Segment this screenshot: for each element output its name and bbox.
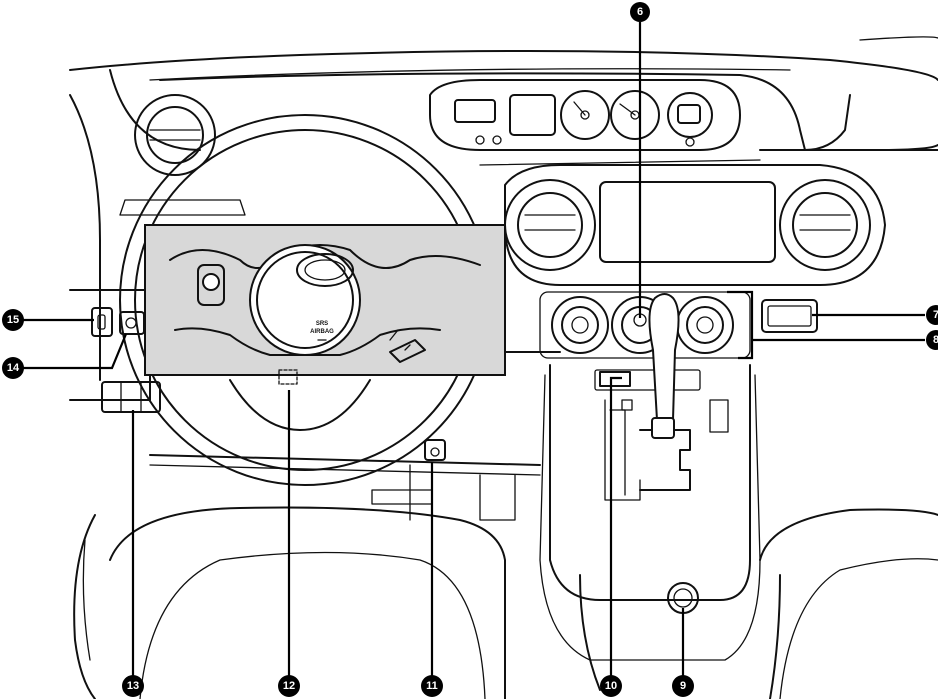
dashboard-outline: [69, 36, 938, 381]
callout-10-label: 10: [605, 680, 617, 692]
centre-display: [504, 164, 886, 286]
instrument-cluster: [429, 79, 741, 151]
callout-12: 12: [278, 675, 300, 697]
leader-10: [609, 376, 622, 682]
left-air-vent: [119, 94, 246, 216]
airbag-label-line2: AIRBAG: [310, 329, 334, 335]
callout-6-label: 6: [637, 6, 643, 18]
callout-13: 13: [122, 675, 144, 697]
callout-8-label: 8: [933, 334, 938, 346]
steering-hub-inset: SRS AIRBAG: [144, 224, 506, 376]
callout-9-label: 9: [680, 680, 686, 692]
leader-14: [22, 333, 128, 370]
airbag-label-line1: SRS: [316, 321, 328, 327]
callout-7-label: 7: [933, 309, 938, 321]
seats: [73, 506, 938, 699]
callout-9: 9: [672, 675, 694, 697]
callout-6: 6: [630, 2, 650, 22]
callout-13-label: 13: [127, 680, 139, 692]
callout-15: 15: [2, 309, 24, 331]
leader-8-bracket: [727, 290, 754, 360]
callout-7: 7: [926, 305, 938, 325]
leader-lines: [22, 22, 925, 682]
callout-14-label: 14: [7, 362, 20, 374]
callout-8: 8: [926, 330, 938, 350]
centre-left-air-vent: [504, 179, 596, 271]
lower-dash: [149, 369, 541, 521]
centre-right-air-vent: [779, 179, 871, 271]
centre-console: [499, 293, 781, 699]
callout-15-label: 15: [7, 314, 19, 326]
callout-12-label: 12: [283, 680, 295, 692]
callout-14: 14: [2, 357, 24, 379]
callout-11-label: 11: [426, 680, 438, 692]
callout-10: 10: [600, 675, 622, 697]
callout-11: 11: [421, 675, 443, 697]
